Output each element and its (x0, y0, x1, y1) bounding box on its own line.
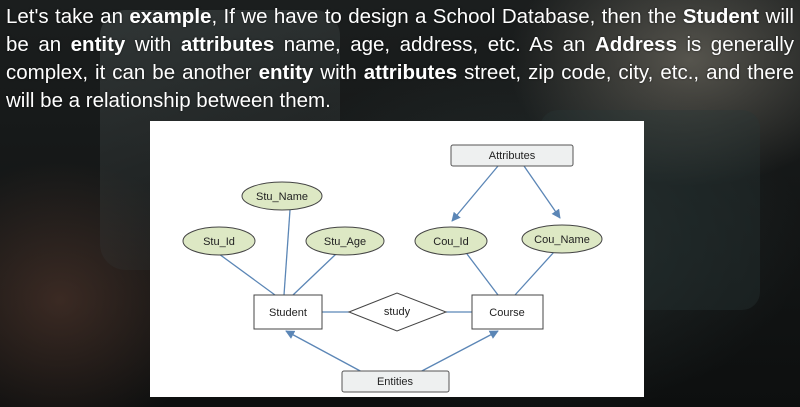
connector-couname-course (514, 251, 555, 296)
attributes-label: Attributes (489, 150, 536, 162)
attribute-cou-id (414, 226, 488, 256)
er-diagram: Attributes Entities Stu_Name Stu_Id Stu_… (150, 121, 644, 397)
attribute-cou-id-label: Cou_Id (433, 236, 468, 248)
attribute-cou-name (521, 224, 603, 254)
attribute-stu-age-label: Stu_Age (324, 236, 366, 248)
arrow-entities-course (417, 330, 499, 374)
connector-couid-course (466, 253, 499, 296)
attribute-stu-name-label: Stu_Name (256, 191, 308, 203)
entity-student (253, 294, 323, 330)
connector-stuname-student (283, 209, 291, 296)
attributes-label-box (450, 144, 574, 167)
entity-course-label: Course (489, 307, 524, 319)
attribute-stu-age (305, 226, 385, 256)
arrow-attributes-couid (451, 165, 499, 222)
entity-student-label: Student (269, 307, 307, 319)
entities-label-box (341, 370, 450, 393)
attribute-stu-id (182, 226, 256, 256)
arrow-attributes-couname (523, 165, 561, 219)
attribute-stu-name (241, 181, 323, 211)
relationship-study (347, 292, 448, 332)
connector-stuage-student (292, 253, 337, 296)
attribute-cou-name-label: Cou_Name (534, 234, 590, 246)
intro-paragraph: Let's take an example, If we have to des… (6, 5, 795, 112)
entity-course (471, 294, 544, 330)
relationship-study-label: study (384, 306, 411, 318)
attribute-stu-id-label: Stu_Id (203, 236, 235, 248)
arrow-entities-student (285, 330, 365, 374)
entities-label: Entities (377, 376, 414, 388)
connector-stuid-student (218, 253, 276, 296)
